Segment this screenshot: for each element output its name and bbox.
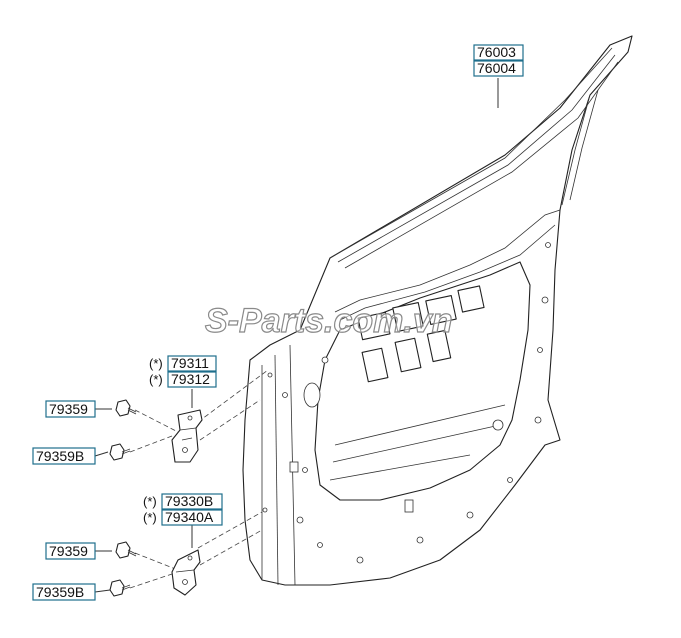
- label-upper-bolt-b-text: 79359B: [36, 448, 84, 464]
- label-upper-hinge-2: 79312: [171, 371, 210, 387]
- upper-hinge: [171, 409, 203, 463]
- lower-hinge: [171, 549, 201, 596]
- label-door-panel[interactable]: 76003 76004: [473, 44, 524, 77]
- label-lower-hinge[interactable]: (*) (*) 79330B 79340A: [143, 493, 223, 526]
- watermark: S-Parts.com.vn: [205, 302, 453, 340]
- bolt-lower: [115, 541, 137, 559]
- label-upper-bolt-b[interactable]: 79359B: [32, 447, 96, 465]
- optional-marker-2: (*): [149, 372, 163, 387]
- label-lower-hinge-1: 79330B: [165, 493, 213, 509]
- optional-marker-3: (*): [143, 494, 157, 509]
- label-lower-bolt[interactable]: 79359: [45, 542, 96, 560]
- label-lower-bolt-b-text: 79359B: [36, 584, 84, 600]
- label-lower-bolt-b[interactable]: 79359B: [32, 583, 96, 601]
- window-regulator-module: [357, 285, 485, 383]
- bolt-upper-b: [109, 443, 131, 461]
- optional-marker-1: (*): [149, 356, 163, 371]
- bolt-upper: [115, 399, 137, 417]
- label-door-panel-2: 76004: [477, 60, 516, 76]
- label-upper-hinge[interactable]: (*) (*) 79311 79312: [149, 355, 217, 388]
- label-door-panel-1: 76003: [477, 44, 516, 60]
- door-panel: [242, 35, 633, 586]
- label-upper-bolt-text: 79359: [49, 401, 88, 417]
- label-lower-bolt-text: 79359: [49, 543, 88, 559]
- label-upper-bolt[interactable]: 79359: [45, 400, 96, 418]
- label-upper-hinge-1: 79311: [171, 355, 209, 371]
- label-lower-hinge-2: 79340A: [165, 509, 214, 525]
- optional-marker-4: (*): [143, 510, 157, 525]
- bolt-lower-b: [109, 579, 131, 597]
